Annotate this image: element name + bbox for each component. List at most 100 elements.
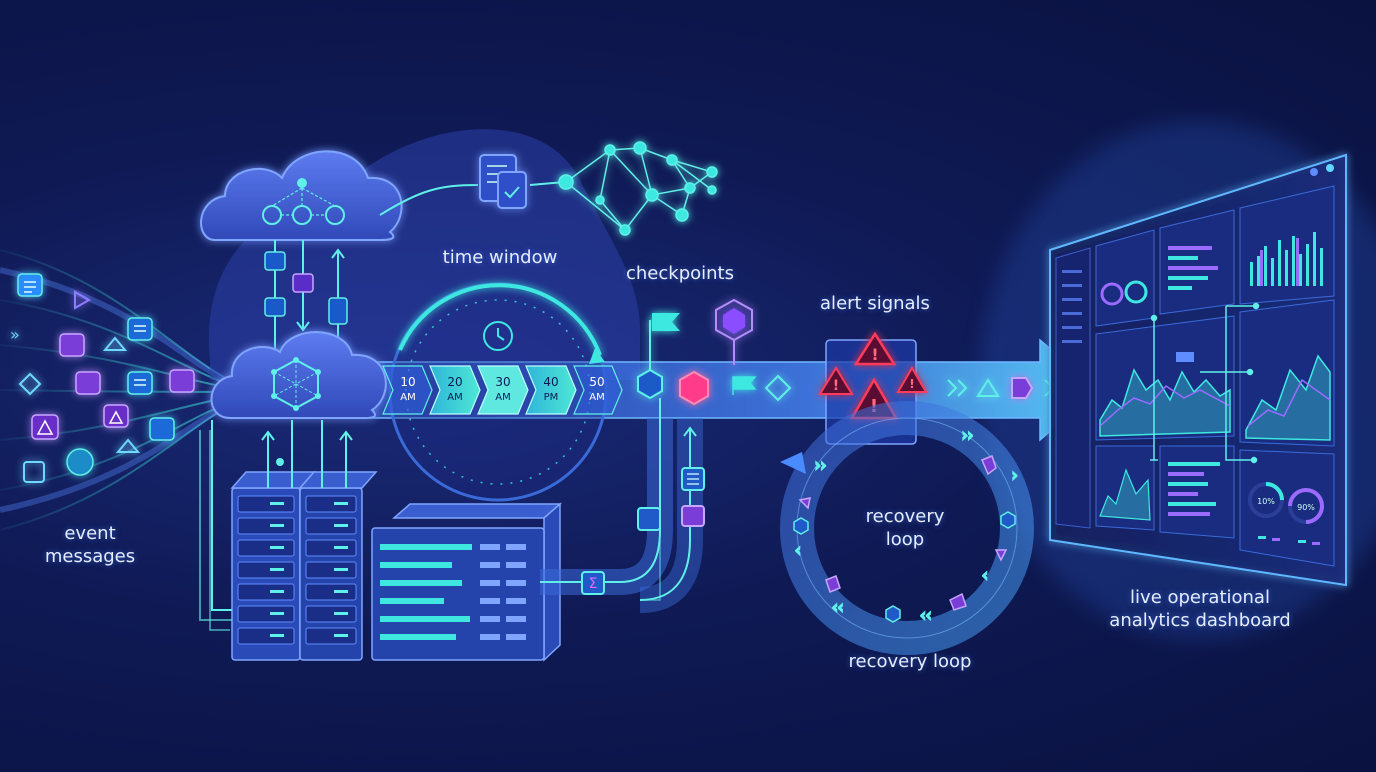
message-arrow-icon [74,290,92,310]
svg-text:20: 20 [447,375,462,389]
svg-text:30: 30 [495,375,510,389]
triangle-icon [102,336,128,351]
diamond-icon [764,374,792,402]
alert-triangle-icon [818,366,854,395]
top-cloud-icon [200,150,403,241]
svg-text:››: ›› [962,428,973,444]
ingest-cloud-icon [210,331,387,419]
time-window-label: time window [442,247,558,268]
svg-text:AM: AM [589,392,604,403]
tag-icon [1011,377,1034,399]
chevron-icon [947,379,968,397]
checkpoint-feedback-ducts: Σ [209,398,705,631]
triangle-icon [115,438,141,453]
hexagon-icon [637,368,663,400]
message-card-icon [59,333,85,357]
hexagon-icon [1000,511,1016,529]
gauge-fill [1265,482,1284,501]
recovery-loop-line: loop [885,529,925,550]
gauge-value: 10% [1257,497,1275,506]
svg-text:‹‹: ‹‹ [832,600,843,616]
message-card-icon [127,371,153,395]
dashboard-label-line: analytics dashboard [1109,610,1291,631]
svg-text:AM: AM [400,392,415,403]
alert-message-icon [31,414,59,440]
timeline-segment: 20 AM [429,365,481,415]
svg-text:››: ›› [815,458,826,474]
diamond-icon [18,372,42,396]
server-rack-icon [230,471,378,661]
timeline-segment: 10 AM [382,365,433,415]
server-to-cloud-connectors [199,420,353,621]
checkpoint-flag-icon [652,313,680,331]
svg-text:‹‹: ‹‹ [920,608,931,624]
gauge-value: 90% [1297,503,1315,512]
svg-text:10: 10 [400,375,415,389]
network-graph-icon [558,141,718,236]
svg-text:AM: AM [447,392,462,403]
svg-text:‹: ‹ [982,568,988,584]
svg-text:!: ! [909,377,914,391]
recovery-loop-outer-label: recovery loop [848,651,972,672]
data-packet-icon [264,297,286,317]
alert-triangle-icon [896,366,928,393]
svg-text:PM: PM [544,392,559,403]
svg-text:!: ! [871,345,878,364]
data-packet-icon [292,273,314,293]
tag-icon [798,497,811,510]
data-table-storage [371,502,562,662]
dashboard-label-line: live operational [1130,587,1270,608]
loop-arrowhead [780,452,806,474]
message-card-icon [17,273,43,297]
checkpoint-flag-icon [732,376,757,395]
message-card-icon [149,417,175,441]
svg-text:›: › [1012,468,1018,484]
sigma-icon [581,571,605,595]
hexagon-icon [793,517,809,535]
clock-icon [483,321,513,351]
globe-icon [66,448,94,476]
timeline-segment: 50 AM [573,365,623,415]
tag-icon [994,549,1008,562]
square-icon [23,461,45,483]
flow-line [379,184,479,216]
recovery-loop-line: recovery [865,506,945,527]
svg-text:50: 50 [589,375,604,389]
checkpoints-label: checkpoints [626,263,734,284]
timeline-segment: 30 AM [477,365,529,415]
triangle-icon [976,378,1000,397]
svg-text:40: 40 [543,375,558,389]
event-messages-label: event messages [20,522,160,568]
event-message-icons: » [10,273,195,483]
tag-icon [825,575,841,593]
gauge-fill [1288,488,1324,524]
event-messages-line: event [64,523,116,544]
message-card-icon [127,317,153,341]
document-check-icon [479,154,527,209]
data-packet-icon [264,251,286,271]
tag-icon [981,455,997,476]
message-card-icon [169,369,195,393]
svg-text:!: ! [833,378,839,394]
event-messages-line: messages [44,546,136,567]
data-packet-icon [328,297,348,325]
alert-triangle-icon [853,331,897,366]
hexagon-icon [885,605,901,623]
tag-icon [949,592,967,611]
alert-signals-label: alert signals [820,293,930,314]
chevron-icon: » [10,325,20,344]
recovery-loop-inner-label: recovery loop [845,505,965,551]
data-packet-icon [637,507,661,531]
checkpoint-markers [637,298,792,406]
message-card-icon [75,371,101,395]
sigma-glyph: Σ [589,576,598,592]
tag-icon [681,505,705,527]
cloud-backdrop [208,129,640,380]
hexagon-icon [679,370,709,406]
timeline-segments: 10 AM 20 AM 30 AM 40 PM 50 AM [382,365,623,415]
svg-text:AM: AM [495,392,510,403]
recovery-loop-ring: ›› › ›› ‹‹ ‹‹ ‹ ‹ [780,401,1034,655]
timeline-segment: 40 PM [525,365,577,415]
